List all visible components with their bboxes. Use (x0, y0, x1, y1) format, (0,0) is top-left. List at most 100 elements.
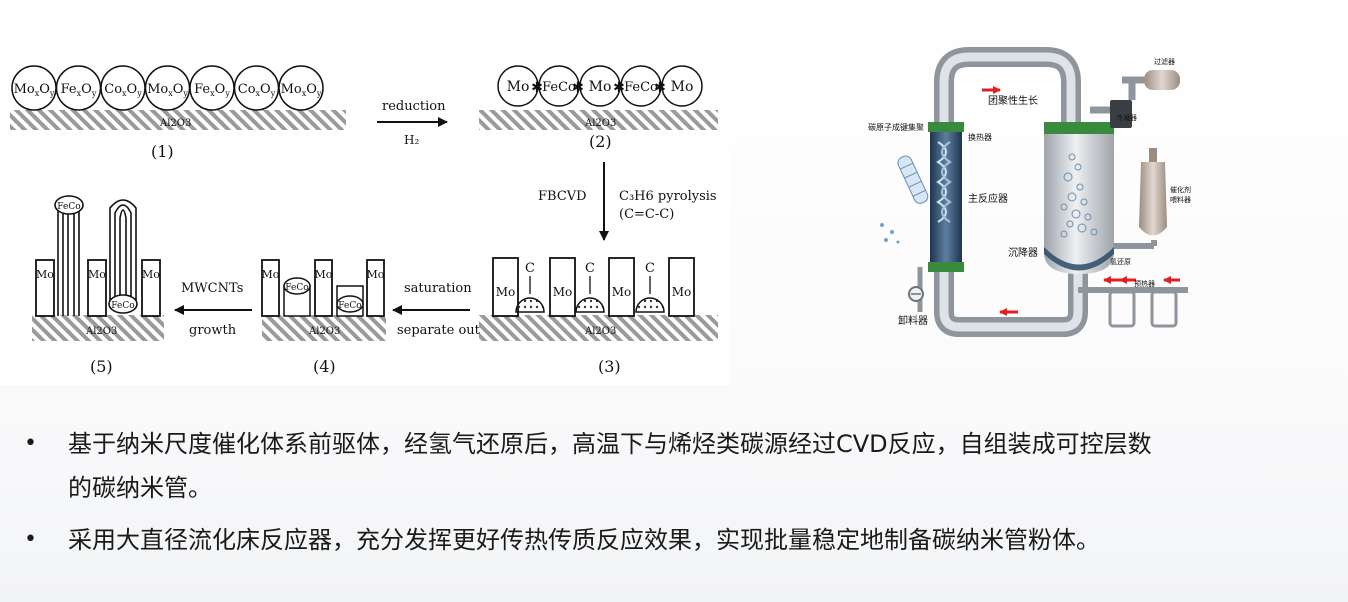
label-carbon-bond: 碳原子成键集聚 (868, 122, 924, 132)
feco-particle (336, 295, 364, 313)
particle-label: Mo (589, 79, 612, 95)
arrow4-bottom: growth (189, 323, 237, 338)
mo-label: Mo (553, 285, 573, 299)
mo-block (35, 259, 55, 317)
catalyst-dome (635, 297, 665, 313)
substrate-1 (10, 110, 346, 130)
bullet-item-1: • 基于纳米尺度催化体系前驱体，经氢气还原后，高温下与烯烃类碳源经过CVD反应，… (22, 422, 1340, 510)
particle-label: Mo (671, 79, 694, 95)
substrate-4 (262, 315, 386, 341)
junction-star-icon: ✱ (654, 80, 666, 96)
settler-body (1044, 134, 1114, 274)
label-settler: 沉降器 (1008, 246, 1038, 259)
oxide-particle (278, 65, 324, 111)
feco-label: FeCo (285, 283, 308, 293)
arrow2-left: FBCVD (538, 189, 587, 204)
feco-particle (108, 294, 138, 314)
bottom-return-pipe (934, 267, 1088, 337)
bullet-marker: • (24, 431, 37, 456)
carbon-label: C (585, 261, 595, 276)
nanotube-shell (114, 204, 132, 302)
arrow-reduction: reduction H₂ (377, 99, 448, 147)
step2-label: (2) (589, 132, 612, 151)
oxide-formula: FexOy (61, 82, 97, 98)
catalyst-dome (575, 297, 605, 313)
reduced-particle (620, 65, 662, 107)
junction-star-icon: ✱ (613, 80, 625, 96)
reduced-particle (579, 65, 621, 107)
preheaters (1078, 287, 1188, 328)
step4-label: (4) (313, 357, 336, 376)
mo-block (141, 259, 161, 317)
arrow-mwcnt-growth: MWCNTs growth (174, 281, 252, 338)
mo-block (549, 257, 576, 317)
junction-star-icon: ✱ (572, 80, 584, 96)
carbon-label: C (525, 261, 535, 276)
reduced-particle (661, 65, 703, 107)
label-heat-exchanger: 换热器 (968, 132, 992, 142)
step3-label: (3) (598, 357, 621, 376)
mo-block (366, 259, 385, 317)
oxide-formula: MoxOy (14, 82, 55, 98)
catalyst-dome (515, 297, 545, 313)
mo-label: Mo (672, 285, 692, 299)
mo-label: Mo (262, 268, 280, 281)
arrow2-right1: C₃H6 pyrolysis (619, 189, 717, 204)
substrate-5 (32, 315, 164, 341)
main-reactor-body (930, 122, 962, 272)
label-hydrogen: 氢还原 (1110, 257, 1131, 266)
arrow1-bottom: H₂ (404, 133, 419, 147)
oxide-formula: MoxOy (281, 82, 322, 98)
mo-block (87, 259, 107, 317)
substrate-2 (479, 110, 718, 130)
condenser (1110, 100, 1132, 128)
mo-block (261, 259, 280, 317)
feco-label: FeCo (111, 301, 134, 311)
label-preheater: 预热器 (1134, 279, 1155, 288)
substrate-2-label: Al2O3 (584, 118, 616, 129)
mo-block (668, 257, 695, 317)
label-discharger: 卸料器 (898, 314, 928, 327)
feco-label: FeCo (57, 202, 80, 212)
label-catalyst-2: 喂料器 (1170, 195, 1191, 204)
mo-block (608, 257, 635, 317)
arrow3-top: saturation (404, 281, 472, 296)
particle-label: FeCo (542, 80, 576, 95)
arrow3-bottom: separate out (397, 323, 481, 338)
top-loop-pipe (934, 47, 1081, 127)
arrow-saturation: saturation separate out (392, 281, 481, 338)
substrate-3-label: Al2O3 (584, 326, 616, 337)
reduced-particle (497, 65, 539, 107)
bullet-item-2: • 采用大直径流化床反应器，充分发挥更好传热传质反应效果，实现批量稳定地制备碳纳… (22, 518, 1340, 562)
nanotube-shell (109, 199, 137, 302)
arrow4-top: MWCNTs (181, 281, 243, 296)
bullet-1-line-1: 基于纳米尺度催化体系前驱体，经氢气还原后，高温下与烯烃类碳源经过CVD反应，自组… (68, 430, 1152, 458)
mo-label: Mo (88, 268, 106, 281)
junction-star-icon: ✱ (531, 80, 543, 96)
nanotube-illustration (897, 155, 929, 204)
feco-label: FeCo (338, 301, 361, 311)
bullet-1-line-2: 的碳纳米管。 (68, 474, 212, 502)
label-filter: 过滤器 (1154, 57, 1175, 66)
mo-label: Mo (36, 268, 54, 281)
feco-particle (54, 195, 84, 215)
particle-label: FeCo (624, 80, 658, 95)
label-main-reactor: 主反应器 (968, 192, 1008, 205)
filter (1144, 70, 1180, 90)
step5-label: (5) (90, 357, 113, 376)
mo-block (314, 259, 333, 317)
oxide-formula: FexOy (194, 82, 230, 98)
bullet-list: • 基于纳米尺度催化体系前驱体，经氢气还原后，高温下与烯烃类碳源经过CVD反应，… (22, 422, 1340, 562)
mo-block (492, 257, 519, 317)
arrow2-right2: (C=C-C) (619, 207, 674, 222)
mo-label: Mo (367, 268, 385, 281)
oxide-formula: CoxOy (104, 82, 142, 98)
substrate-1-label: Al2O3 (159, 118, 191, 129)
mo-label: Mo (315, 268, 333, 281)
